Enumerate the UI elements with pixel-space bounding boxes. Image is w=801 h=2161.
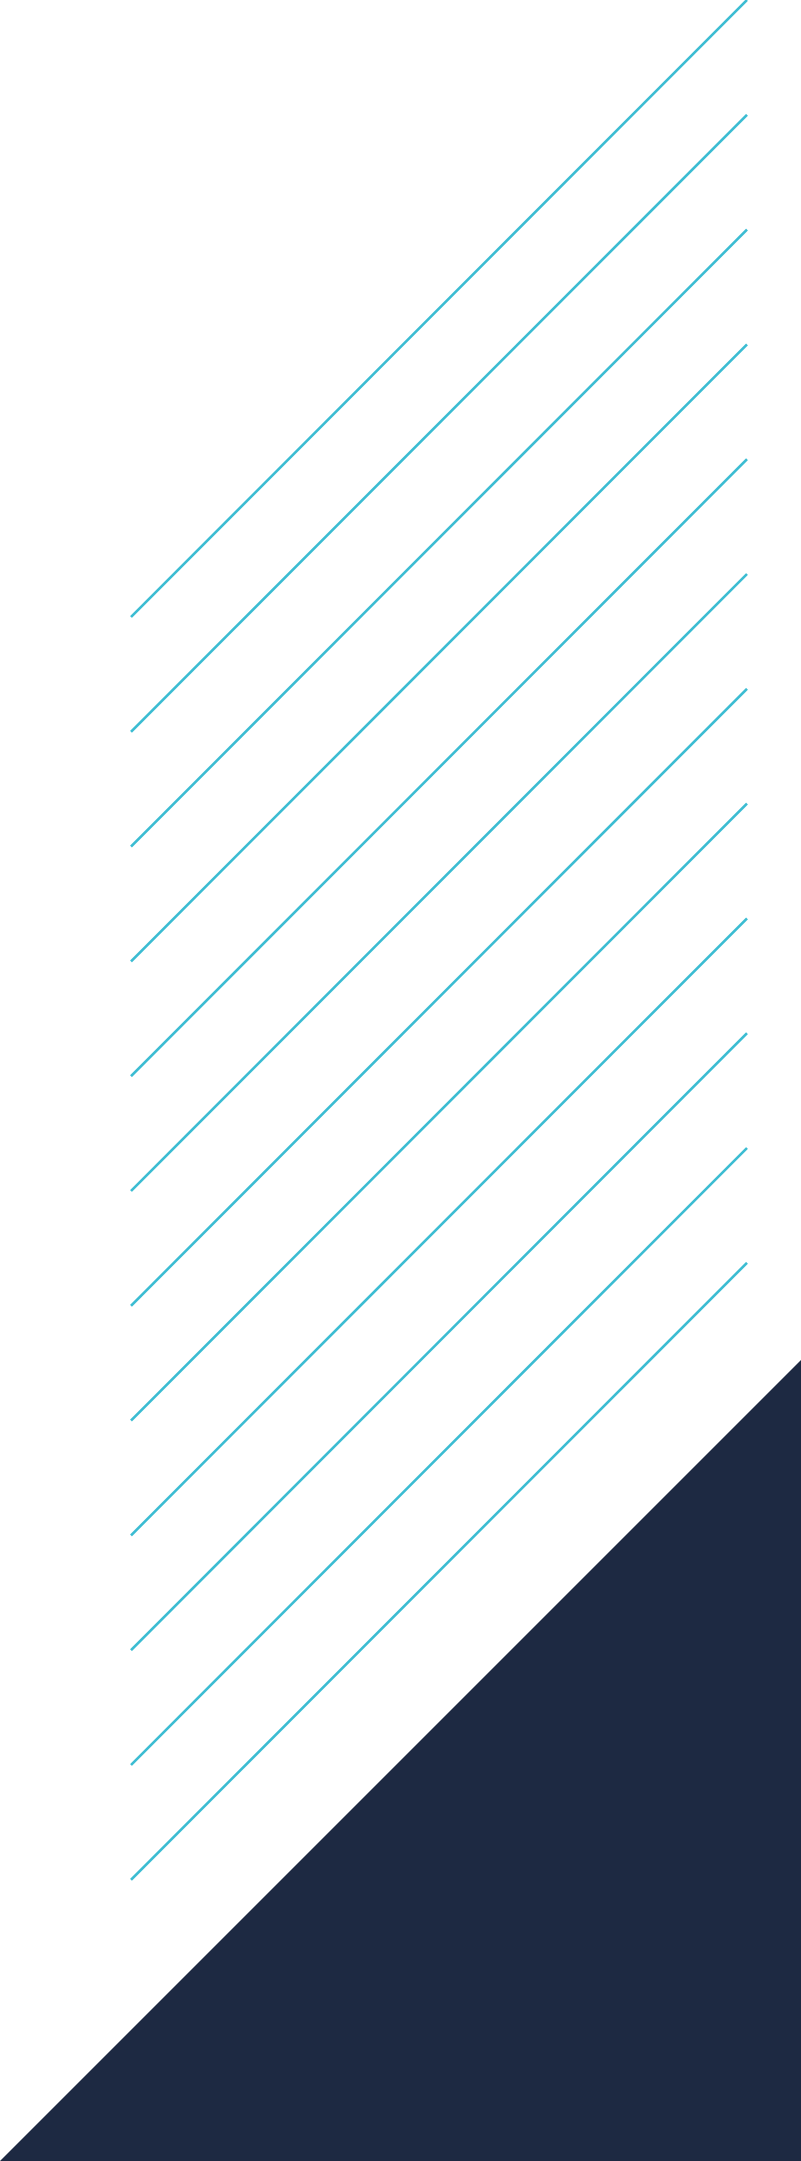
diagonal-stripe xyxy=(130,343,748,963)
diagonal-stripe xyxy=(130,573,748,1192)
diagonal-stripes xyxy=(130,0,748,1881)
diagonal-stripe xyxy=(130,1147,748,1766)
diagonal-stripe xyxy=(130,228,748,848)
diagonal-stripe xyxy=(130,802,748,1422)
diagonal-stripe xyxy=(130,687,748,1307)
diagonal-stripe xyxy=(130,1261,748,1881)
corner-triangle xyxy=(0,1360,801,2161)
diagonal-stripe xyxy=(130,1032,748,1652)
diagonal-stripe xyxy=(130,0,748,618)
diagonal-stripe xyxy=(130,113,748,733)
diagonal-stripe xyxy=(130,917,748,1537)
diagonal-stripe xyxy=(130,458,748,1078)
